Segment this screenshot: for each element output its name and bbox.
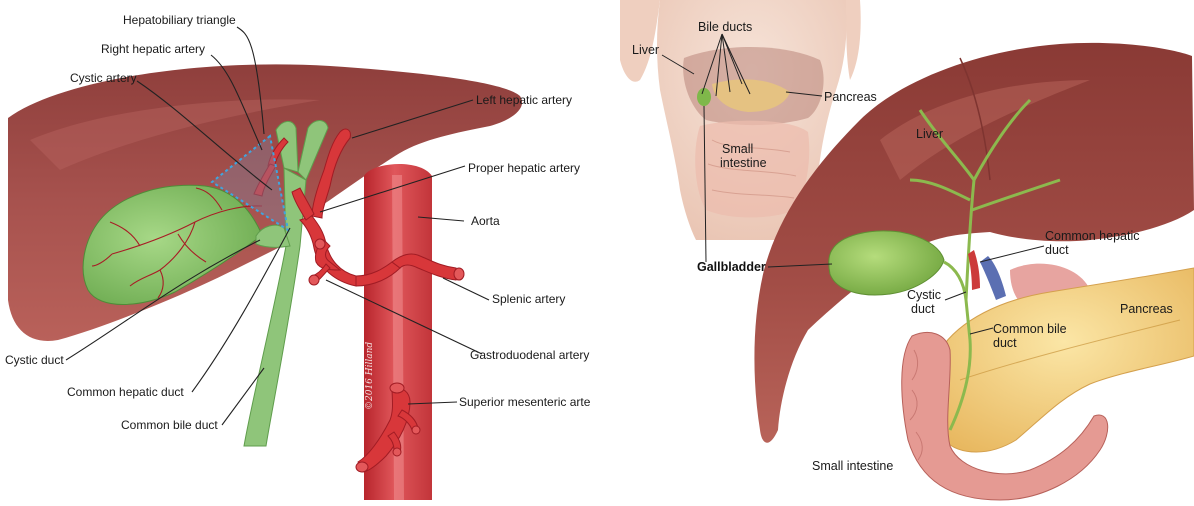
label-hepatobiliary-triangle: Hepatobiliary triangle	[123, 13, 236, 27]
label-pancreas: Pancreas	[1120, 302, 1173, 316]
label-gallbladder: Gallbladder	[697, 260, 766, 274]
label-liver-inset: Liver	[632, 43, 659, 57]
label-common-bile-duct: Common bile duct	[121, 418, 218, 432]
label-gastroduodenal-artery: Gastroduodenal artery	[470, 348, 589, 362]
portal-vein	[980, 256, 1006, 300]
label-aorta: Aorta	[471, 214, 500, 228]
label-small-intestine-inset-2: intestine	[720, 156, 767, 170]
gallbladder-right	[829, 231, 944, 295]
label-common-hepatic-duct-1: Common hepatic	[1045, 229, 1140, 243]
label-left-hepatic-artery: Left hepatic artery	[476, 93, 572, 107]
label-small-intestine: Small intestine	[812, 459, 893, 473]
label-superior-mesenteric-artery: Superior mesenteric arte	[459, 395, 591, 409]
left-anatomy-panel: ©2016 Hilland	[5, 13, 591, 500]
right-anatomy-panel: Bile ducts Liver Pancreas Small intestin…	[620, 0, 1194, 500]
label-cystic-artery: Cystic artery	[70, 71, 137, 85]
label-cystic-duct-right-1: Cystic	[907, 288, 941, 302]
label-common-hepatic-duct-2: duct	[1045, 243, 1069, 257]
label-cystic-duct-right-2: duct	[911, 302, 935, 316]
label-right-hepatic-artery: Right hepatic artery	[101, 42, 205, 56]
label-small-intestine-inset-1: Small	[722, 142, 753, 156]
artist-signature: ©2016 Hilland	[365, 342, 375, 410]
label-pancreas-inset: Pancreas	[824, 90, 877, 104]
label-liver: Liver	[916, 127, 943, 141]
label-splenic-artery: Splenic artery	[492, 292, 565, 306]
label-bile-ducts-inset: Bile ducts	[698, 20, 752, 34]
label-cystic-duct: Cystic duct	[5, 353, 64, 367]
label-proper-hepatic-artery: Proper hepatic artery	[468, 161, 580, 175]
pancreas-large	[934, 268, 1194, 452]
label-common-bile-duct-right-1: Common bile	[993, 322, 1067, 336]
label-common-hepatic-duct: Common hepatic duct	[67, 385, 184, 399]
hepatic-artery-right	[968, 250, 980, 290]
label-common-bile-duct-right-2: duct	[993, 336, 1017, 350]
